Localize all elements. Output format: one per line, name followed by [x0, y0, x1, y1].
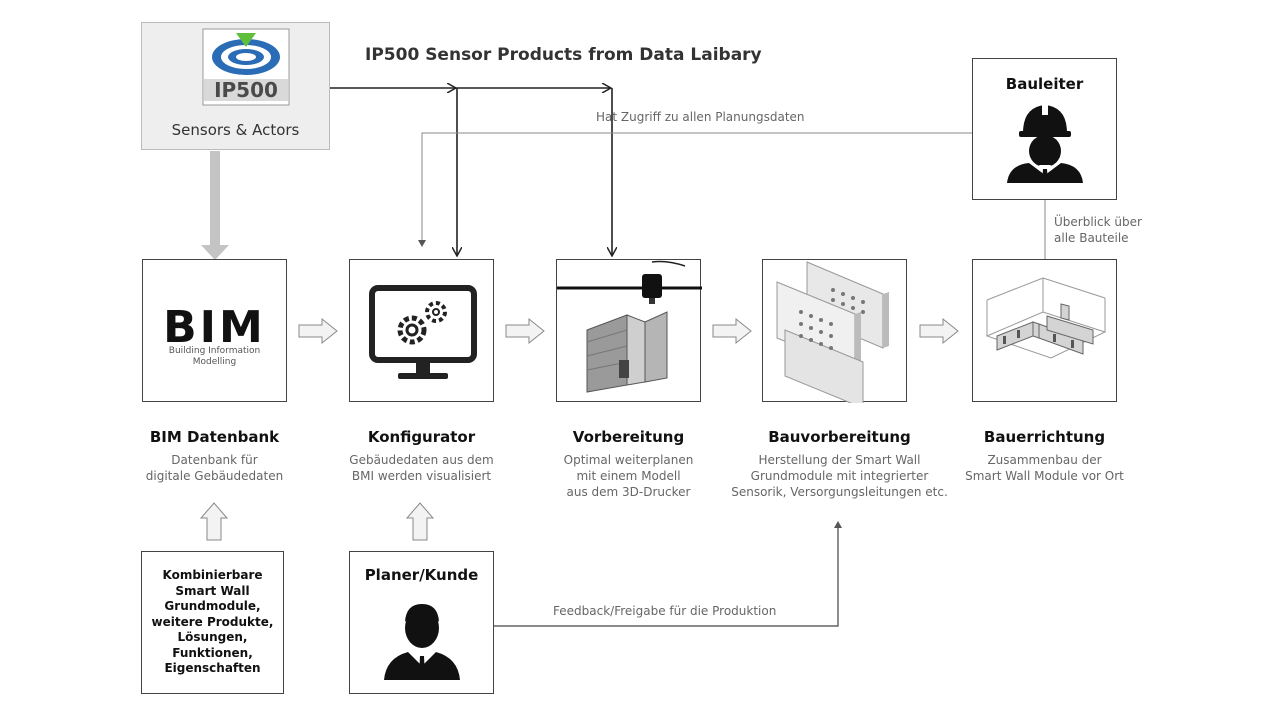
planer-kunde-box: Planer/Kunde	[349, 551, 494, 694]
bauvorbereitung-box	[762, 259, 907, 403]
up-arrows	[199, 502, 435, 541]
access-line	[418, 132, 972, 247]
modules-line: Funktionen,	[172, 645, 253, 660]
access-label: Hat Zugriff zu allen Planungsdaten	[596, 110, 805, 124]
konfigurator-box	[349, 259, 494, 402]
stage-desc-line: Herstellung der Smart Wall	[758, 453, 921, 467]
ip500-caption: Sensors & Actors	[171, 121, 300, 139]
bim-sub-line1: Building Information	[168, 346, 261, 356]
feedback-line	[494, 521, 842, 627]
bim-sub-line2: Modelling	[192, 357, 237, 367]
ip500-logo-text: IP500	[204, 79, 288, 101]
construction-worker-icon	[1007, 103, 1083, 183]
ip500-to-bim-arrow	[201, 151, 229, 260]
wall-modules-icon	[776, 261, 889, 403]
stage-desc-line: BMI werden visualisiert	[351, 469, 492, 483]
monitor-gears-icon	[369, 285, 477, 379]
stage-desc-line: Datenbank für	[171, 453, 258, 467]
feedback-label: Feedback/Freigabe für die Produktion	[553, 604, 777, 618]
stage-desc-bauerrichtung: Zusammenbau der Smart Wall Module vor Or…	[947, 452, 1142, 484]
bauleiter-box: Bauleiter	[972, 58, 1117, 200]
bauerrichtung-box	[972, 259, 1117, 402]
assembled-walls-icon	[985, 277, 1107, 359]
bim-logo-letters: BIM	[163, 302, 266, 353]
modules-line: Grundmodule,	[164, 599, 261, 613]
stage-desc-bim-datenbank: Datenbank für digitale Gebäudedaten	[117, 452, 312, 484]
ip500-box: IP500 Sensors & Actors	[141, 22, 330, 150]
overview-line1: Überblick über	[1054, 215, 1142, 229]
stage-title-vorbereitung: Vorbereitung	[572, 428, 685, 446]
bauleiter-title: Bauleiter	[1005, 75, 1084, 93]
stage-title-bauvorbereitung: Bauvorbereitung	[768, 428, 911, 446]
stage-title-konfigurator: Konfigurator	[367, 428, 476, 446]
modules-line: weitere Produkte,	[151, 614, 274, 629]
stage-desc-line: Smart Wall Module vor Ort	[965, 469, 1124, 483]
overview-label: Überblick über alle Bauteile	[1054, 214, 1142, 246]
stage-desc-line: Gebäudedaten aus dem	[349, 453, 494, 467]
bim-logo-subtitle: Building Information Modelling	[143, 346, 286, 368]
overview-line2: alle Bauteile	[1054, 231, 1129, 245]
bim-database-box: BIM Building Information Modelling	[142, 259, 287, 402]
stage-desc-line: Sensorik, Versorgungsleitungen etc.	[731, 485, 948, 499]
diagram-title: IP500 Sensor Products from Data Laibary	[365, 45, 762, 65]
modules-line: Lösungen,	[177, 630, 248, 644]
stage-arrows	[298, 317, 959, 345]
modules-box: Kombinierbare Smart Wall Grundmodule, we…	[141, 551, 284, 694]
stage-desc-line: Grundmodule mit integrierter	[750, 469, 929, 483]
modules-line: Eigenschaften	[164, 661, 261, 675]
stage-desc-line: Optimal weiterplanen	[563, 453, 694, 467]
planer-title: Planer/Kunde	[364, 566, 479, 584]
stage-title-bim-datenbank: BIM Datenbank	[149, 428, 280, 446]
stage-desc-line: aus dem 3D-Drucker	[566, 485, 691, 499]
stage-desc-line: mit einem Modell	[576, 469, 681, 483]
vorbereitung-box	[556, 259, 702, 402]
modules-line: Smart Wall	[175, 583, 250, 598]
modules-text: Kombinierbare Smart Wall Grundmodule, we…	[142, 568, 283, 677]
stage-desc-vorbereitung: Optimal weiterplanen mit einem Modell au…	[531, 452, 726, 500]
stage-title-bauerrichtung: Bauerrichtung	[983, 428, 1106, 446]
3d-printer-icon	[557, 260, 702, 393]
stage-desc-konfigurator: Gebäudedaten aus dem BMI werden visualis…	[324, 452, 519, 484]
stage-desc-line: digitale Gebäudedaten	[145, 469, 284, 483]
modules-line: Kombinierbare	[162, 568, 263, 582]
stage-desc-line: Zusammenbau der	[987, 453, 1102, 467]
ip500-data-arrows	[330, 88, 612, 255]
businessman-icon	[384, 604, 460, 680]
stage-desc-bauvorbereitung: Herstellung der Smart Wall Grundmodule m…	[722, 452, 957, 500]
